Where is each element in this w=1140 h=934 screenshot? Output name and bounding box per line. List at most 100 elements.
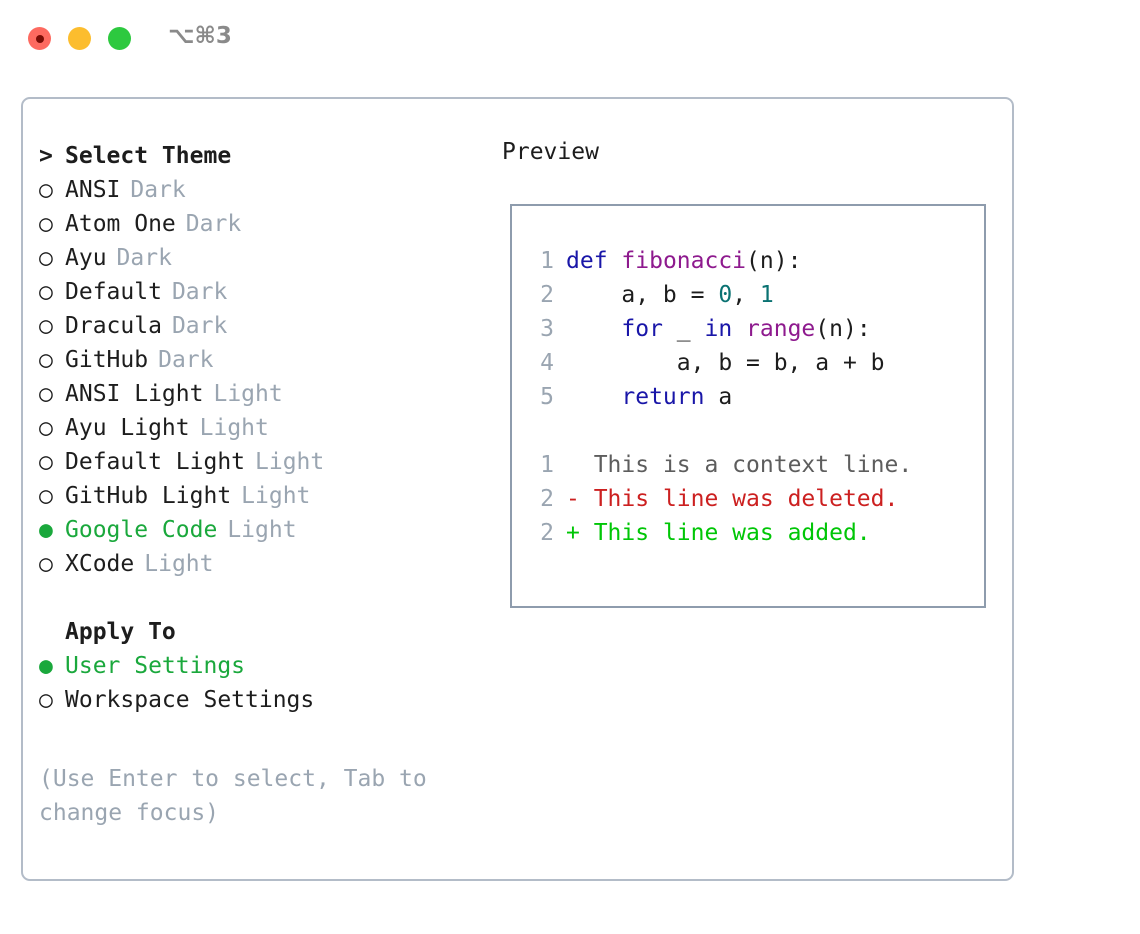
code-token: , xyxy=(732,282,760,308)
theme-variant-label: Light xyxy=(241,483,311,509)
theme-name-label: Dracula xyxy=(65,313,162,339)
theme-name-label: XCode xyxy=(65,551,135,577)
line-number: 5 xyxy=(540,384,554,410)
theme-variant-label: Dark xyxy=(116,245,172,271)
keyboard-hint-text: (Use Enter to select, Tab to change focu… xyxy=(39,766,427,826)
theme-list-item[interactable]: ○ Ayu Dark xyxy=(39,241,469,275)
code-token: 1 xyxy=(759,282,774,308)
code-token: return xyxy=(621,384,705,410)
radio-unselected-icon[interactable]: ○ xyxy=(39,449,53,475)
apply-to-label: User Settings xyxy=(65,653,246,679)
theme-variant-label: Light xyxy=(255,449,325,475)
line-number: 3 xyxy=(540,316,554,342)
maximize-window-button[interactable] xyxy=(108,27,131,50)
code-token: 0 xyxy=(718,282,733,308)
caret-prompt-icon: > xyxy=(39,143,53,169)
theme-list-item[interactable]: ○ GitHub Light Light xyxy=(39,479,469,513)
code-blank-line xyxy=(528,414,912,448)
diff-sign xyxy=(566,452,580,478)
radio-unselected-icon[interactable]: ○ xyxy=(39,687,53,713)
code-token xyxy=(732,316,746,342)
apply-to-item[interactable]: ● User Settings xyxy=(39,649,469,683)
radio-selected-icon[interactable]: ● xyxy=(39,517,53,543)
theme-variant-label: Dark xyxy=(171,279,228,305)
code-token: (n): xyxy=(746,248,802,274)
theme-variant-label: Light xyxy=(199,415,269,441)
diff-text: This line was deleted. xyxy=(579,486,899,512)
minimize-window-button[interactable] xyxy=(68,27,91,50)
close-window-button[interactable] xyxy=(28,27,51,50)
theme-name-label: ANSI Light xyxy=(65,381,204,407)
line-number: 1 xyxy=(540,248,554,274)
theme-name-label: Google Code xyxy=(65,517,218,543)
radio-unselected-icon[interactable]: ○ xyxy=(39,415,53,441)
theme-list-item[interactable]: ○ XCode Light xyxy=(39,547,469,581)
theme-name-label: GitHub Light xyxy=(65,483,232,509)
line-number: 2 xyxy=(540,282,554,308)
code-token xyxy=(608,248,622,274)
apply-to-list[interactable]: ● User Settings ○ Workspace Settings xyxy=(39,649,469,717)
code-token: in xyxy=(704,316,733,342)
code-line: 5 return a xyxy=(528,380,912,414)
apply-to-item[interactable]: ○ Workspace Settings xyxy=(39,683,469,717)
radio-selected-icon[interactable]: ● xyxy=(39,653,53,679)
apply-to-heading: Apply To xyxy=(65,619,176,645)
code-token: a xyxy=(704,384,733,410)
radio-unselected-icon[interactable]: ○ xyxy=(39,347,53,373)
theme-variant-label: Dark xyxy=(158,347,214,373)
code-token xyxy=(566,316,621,342)
theme-variant-label: Light xyxy=(213,381,283,407)
radio-unselected-icon[interactable]: ○ xyxy=(39,313,53,339)
theme-list-item[interactable]: ○ ANSI Dark xyxy=(39,173,469,207)
theme-list-item[interactable]: ○ Default Light Light xyxy=(39,445,469,479)
diff-sign: - xyxy=(566,486,580,512)
theme-variant-label: Light xyxy=(144,551,214,577)
radio-unselected-icon[interactable]: ○ xyxy=(39,551,53,577)
theme-name-label: Default xyxy=(65,279,162,305)
theme-name-label: Ayu xyxy=(65,245,107,271)
theme-list-item[interactable]: ○ Default Dark xyxy=(39,275,469,309)
preview-heading: Preview xyxy=(502,139,599,165)
keyboard-shortcut-label: ⌥⌘3 xyxy=(168,23,232,49)
diff-line: 2 + This line was added. xyxy=(528,516,912,550)
code-token: _ xyxy=(662,316,705,342)
theme-name-label: Atom One xyxy=(65,211,176,237)
radio-unselected-icon[interactable]: ○ xyxy=(39,245,53,271)
line-number: 4 xyxy=(540,350,554,376)
apply-to-label: Workspace Settings xyxy=(65,687,315,713)
code-line: 4 a, b = b, a + b xyxy=(528,346,912,380)
code-token: (n): xyxy=(815,316,871,342)
radio-unselected-icon[interactable]: ○ xyxy=(39,211,53,237)
theme-variant-label: Dark xyxy=(130,177,186,203)
radio-unselected-icon[interactable]: ○ xyxy=(39,483,53,509)
diff-text: This line was added. xyxy=(579,520,871,546)
diff-line: 2- This line was deleted. xyxy=(528,482,912,516)
code-line: 3 for _ in range(n): xyxy=(528,312,912,346)
code-token: def xyxy=(566,248,608,274)
diff-line-number: 1 xyxy=(540,452,554,478)
diff-line-number: 2 xyxy=(540,520,554,546)
diff-text: This is a context line. xyxy=(579,452,913,478)
radio-unselected-icon[interactable]: ○ xyxy=(39,279,53,305)
theme-name-label: Default Light xyxy=(65,449,246,475)
section-spacer xyxy=(39,581,469,615)
code-line: 2 a, b = 0, 1 xyxy=(528,278,912,312)
theme-list-item[interactable]: ○ ANSI Light Light xyxy=(39,377,469,411)
diff-line: 1 This is a context line. xyxy=(528,448,912,482)
radio-unselected-icon[interactable]: ○ xyxy=(39,381,53,407)
diff-line-number: 2 xyxy=(540,486,554,512)
code-token: a, b = b, a + b xyxy=(566,350,885,376)
radio-unselected-icon[interactable]: ○ xyxy=(39,177,53,203)
diff-sign: + xyxy=(566,520,580,546)
theme-name-label: ANSI xyxy=(65,177,121,203)
code-token: a, b = xyxy=(566,282,719,308)
